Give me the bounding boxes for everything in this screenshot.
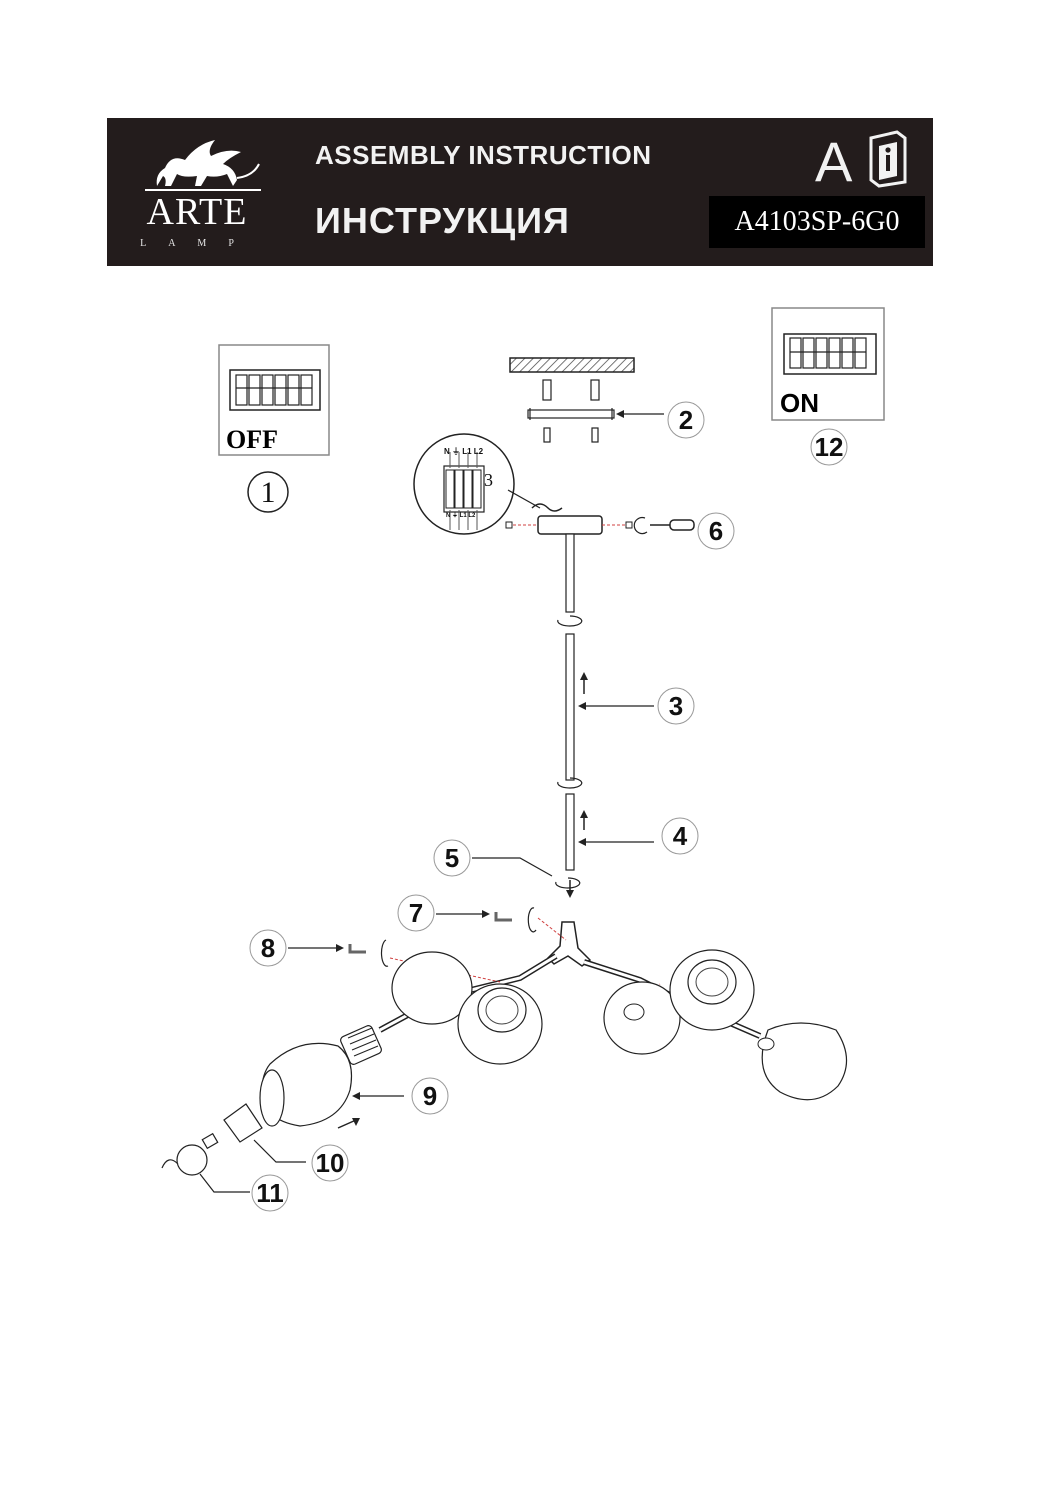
step-5-callout: 5 (433, 839, 581, 898)
shade-ring-part (223, 1103, 306, 1163)
glass-shade-part (259, 1042, 404, 1129)
energy-class-label: A (815, 130, 853, 193)
step-2-label: 2 (679, 405, 693, 435)
step-6-label: 6 (709, 516, 723, 546)
step-4-callout: 4 (661, 817, 699, 855)
step-7-callout: 7 (397, 894, 537, 933)
terminal-top-labels: N ⏚ L1 L2 (444, 447, 484, 456)
suspension-rod-top (557, 533, 583, 627)
winged-lion-logo-icon (145, 140, 261, 191)
terminal-callout-label: 3 (484, 470, 493, 490)
brand-name: ARTE (146, 191, 248, 233)
step-11-callout: 11 (251, 1174, 289, 1212)
step-10-label: 10 (316, 1148, 345, 1178)
terminal-block-detail: N ⏚ L1 L2 N ⏚ L1 L2 3 (413, 433, 563, 535)
ceiling-bracket-assembly (509, 357, 664, 443)
step-12-label: 12 (815, 432, 844, 462)
step-3-callout: 3 (657, 687, 695, 725)
step-3-label: 3 (669, 691, 683, 721)
step-9-label: 9 (423, 1081, 437, 1111)
extension-rod-3 (557, 633, 654, 789)
step-10-callout: 10 (311, 1144, 349, 1182)
step-1-label: 1 (261, 476, 276, 509)
step-12-callout: 12 (810, 428, 848, 466)
switch-on-label: ON (780, 388, 819, 418)
title-russian: ИНСТРУКЦИЯ (315, 200, 570, 241)
manual-info-icon (869, 130, 907, 188)
header-bar: ARTE LAMP ASSEMBLY INSTRUCTION ИНСТРУКЦИ… (107, 118, 933, 266)
step-1-callout: 1 (247, 471, 289, 513)
terminal-bottom-labels: N ⏚ L1 L2 (446, 512, 476, 519)
brand-subtitle: LAMP (140, 238, 256, 249)
step-6-callout: 6 (697, 512, 735, 550)
step-5-label: 5 (445, 843, 459, 873)
step-9-callout: 9 (411, 1077, 449, 1115)
step-2-callout: 2 (667, 401, 705, 439)
step-4-label: 4 (673, 821, 688, 851)
light-bulb-part (161, 1132, 250, 1193)
switch-off-label: OFF (226, 425, 278, 454)
step-11-label: 11 (256, 1178, 284, 1208)
chandelier-body (340, 917, 848, 1101)
step-8-callout: 8 (249, 929, 389, 967)
title-english: ASSEMBLY INSTRUCTION (315, 140, 652, 170)
model-number: A4103SP-6G0 (709, 196, 925, 248)
switch-panel-on: ON (771, 307, 885, 421)
canopy (505, 515, 633, 535)
screwdriver-icon (633, 516, 695, 535)
step-8-label: 8 (261, 933, 275, 963)
extension-rod-4 (565, 793, 654, 871)
switch-panel-off: OFF (218, 344, 330, 456)
step-7-label: 7 (409, 898, 423, 928)
